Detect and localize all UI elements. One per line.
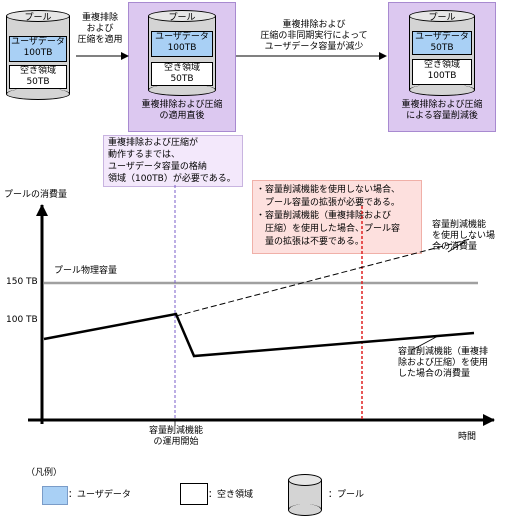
leader-no-reduction [447,241,465,253]
user-data-size: 100TB [23,48,53,58]
user-data-label: ユーザデータ [415,32,469,42]
free-space-block: 空き領域 50TB [151,62,213,86]
legend-title: （凡例） [26,468,63,478]
legend-user-swatch [42,486,68,505]
x-axis-label: 時間 [458,432,477,442]
y-axis-label: プールの消費量 [4,190,68,200]
free-space-size: 50TB [170,74,194,84]
note-before-reduction: 重複排除および圧縮が 動作するまでは、 ユーザデータ容量の格納 領域（100TB… [103,135,243,187]
free-space-label: 空き領域 [423,60,460,70]
no-reduction-label: 容量削減機能 を使用しない場 合の消費量 [432,220,496,252]
pool-label: プール [428,13,456,23]
leader-with-reduction [411,335,439,351]
free-space-size: 100TB [427,71,457,81]
panel3-caption: 重複排除および圧縮 による容量削減後 [401,100,483,121]
user-data-block: ユーザデータ 50TB [412,31,472,55]
pool-label: プール [24,13,52,23]
with-reduction-line [43,312,475,358]
legend-pool-icon [288,474,322,516]
tick-100: 100 TB [6,315,38,325]
user-data-block: ユーザデータ 100TB [151,31,213,57]
user-data-size: 50TB [430,43,454,53]
free-space-size: 50TB [26,77,50,87]
arrow1-label: 重複排除 および 圧縮を適用 [77,13,123,45]
no-reduction-line [175,237,475,317]
free-space-label: 空き領域 [19,66,56,76]
arrow2-label: 重複排除および 圧縮の非同期実行によって ユーザデータ容量が減少 [260,20,368,52]
start-label: 容量削減機能 の運用開始 [148,426,203,447]
with-reduction-label: 容量削減機能（重複排 除および圧縮）を使用 した場合の消費量 [398,347,489,379]
legend-user-label: ：ユーザデータ [68,490,131,500]
legend-free-swatch [180,483,208,505]
user-data-block: ユーザデータ 100TB [9,36,67,62]
panel2-caption: 重複排除および圧縮 の適用直後 [141,100,223,121]
pool-before: プール ユーザデータ 100TB 空き領域 50TB [6,10,70,100]
pool-after-reduce: プール ユーザデータ 50TB 空き領域 100TB [409,10,475,96]
legend-free-label: ：空き領域 [208,490,254,500]
note-expansion: ・容量削減機能を使用しない場合、 プール容量の拡張が必要である。 ・容量削減機能… [252,180,422,254]
user-data-size: 100TB [167,43,197,53]
free-space-block: 空き領域 50TB [9,65,67,89]
legend-pool-label: ：プール [328,490,365,500]
tick-150: 150 TB [6,277,38,287]
free-space-block: 空き領域 100TB [412,59,472,85]
pool-after-apply: プール ユーザデータ 100TB 空き領域 50TB [148,10,216,96]
user-data-label: ユーザデータ [155,32,209,42]
free-space-label: 空き領域 [163,63,200,73]
physical-capacity-label: プール物理容量 [54,266,118,276]
user-data-label: ユーザデータ [11,37,65,47]
pool-label: プール [168,13,196,23]
